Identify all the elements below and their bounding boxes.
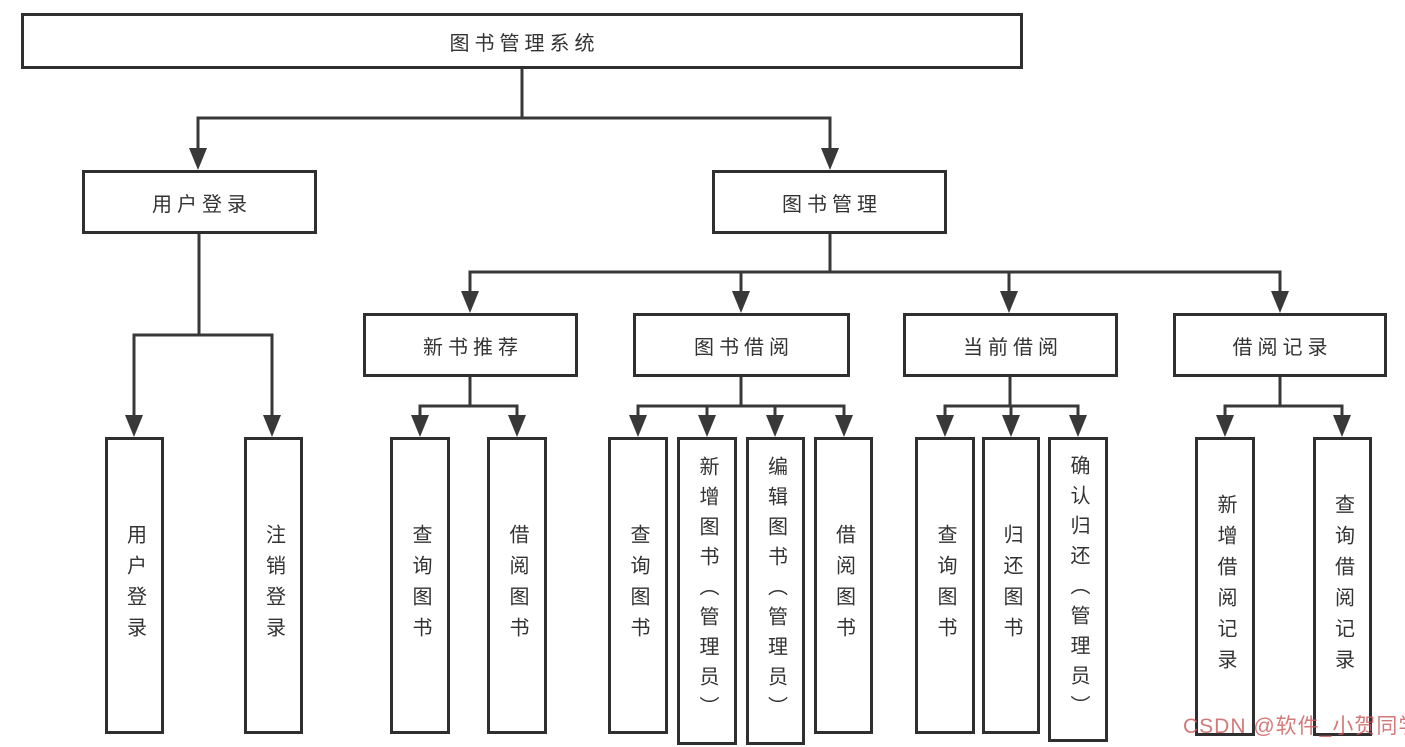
leaf-query-borrow-record: 查询借阅记录 (1313, 437, 1372, 736)
connector-current-borrowing (943, 377, 1080, 419)
leaf-confirm-return-admin-label: 确认归还（管理员） (1067, 454, 1089, 725)
leaf-borrow-books-label: 借阅图书 (832, 523, 855, 648)
node-current-borrowing: 当前借阅 (903, 313, 1118, 377)
leaf-borrow-books-recommend: 借阅图书 (487, 437, 547, 734)
leaf-query-books-recommend-label: 查询图书 (409, 523, 431, 648)
leaf-borrow-books: 借阅图书 (814, 437, 873, 734)
arrowhead-icon (1216, 415, 1234, 437)
connector-root (196, 69, 832, 150)
arrowhead-icon (263, 415, 281, 437)
arrowhead-icon (732, 291, 750, 313)
leaf-logout-label: 注销登录 (262, 523, 285, 648)
node-root: 图书管理系统 (21, 13, 1023, 69)
node-current-borrowing-label: 当前借阅 (963, 336, 1063, 359)
leaf-logout: 注销登录 (244, 437, 303, 734)
arrowhead-icon (508, 415, 526, 437)
arrowhead-icon (698, 415, 716, 437)
csdn-watermark: CSDN @软件_小贺同学 (1183, 715, 1405, 738)
connector-lines (132, 69, 1344, 419)
arrowheads (125, 148, 1351, 437)
leaf-query-books-borrowing-label: 查询图书 (627, 523, 649, 648)
node-new-book-recommend-label: 新书推荐 (423, 336, 523, 359)
leaf-edit-books-admin-label: 编辑图书（管理员） (764, 456, 787, 726)
arrowhead-icon (189, 148, 207, 170)
node-book-management: 图书管理 (712, 170, 947, 234)
leaf-edit-books-admin: 编辑图书（管理员） (746, 437, 805, 745)
connector-book-management (468, 234, 1282, 295)
arrowhead-icon (1069, 415, 1087, 437)
arrowhead-icon (629, 415, 647, 437)
node-borrowing-records-label: 借阅记录 (1232, 336, 1333, 359)
arrowhead-icon (125, 415, 143, 437)
node-user-login-label: 用户登录 (152, 193, 252, 216)
node-book-borrowing: 图书借阅 (633, 313, 850, 377)
leaf-add-borrow-record: 新增借阅记录 (1195, 437, 1255, 736)
leaf-add-books-admin-label: 新增图书（管理员） (696, 456, 718, 726)
leaf-return-books: 归还图书 (982, 437, 1040, 734)
node-root-label: 图书管理系统 (449, 32, 600, 55)
arrowhead-icon (1000, 291, 1018, 313)
leaf-return-books-label: 归还图书 (1000, 523, 1022, 648)
leaf-borrow-books-recommend-label: 借阅图书 (506, 523, 528, 648)
arrowhead-icon (835, 415, 853, 437)
leaf-user-login-label: 用户登录 (123, 523, 146, 648)
leaf-query-books-borrowing: 查询图书 (608, 437, 668, 734)
leaf-query-books-current-label: 查询图书 (934, 523, 956, 648)
arrowhead-icon (766, 415, 784, 437)
leaf-add-borrow-record-label: 新增借阅记录 (1214, 493, 1236, 680)
connector-user-login (132, 234, 274, 419)
arrowhead-icon (936, 415, 954, 437)
arrowhead-icon (1271, 291, 1289, 313)
connector-new-book-recommend (418, 377, 519, 419)
arrowhead-icon (821, 148, 839, 170)
leaf-query-books-current: 查询图书 (915, 437, 975, 734)
connector-book-borrowing (636, 377, 846, 419)
node-user-login: 用户登录 (82, 170, 317, 234)
arrowhead-icon (1333, 415, 1351, 437)
node-book-management-label: 图书管理 (782, 193, 882, 216)
leaf-confirm-return-admin: 确认归还（管理员） (1048, 437, 1108, 742)
leaf-query-borrow-record-label: 查询借阅记录 (1331, 493, 1354, 680)
node-book-borrowing-label: 图书借阅 (694, 336, 794, 359)
node-borrowing-records: 借阅记录 (1173, 313, 1387, 377)
leaf-user-login: 用户登录 (105, 437, 164, 734)
node-new-book-recommend: 新书推荐 (363, 313, 578, 377)
arrowhead-icon (461, 291, 479, 313)
arrowhead-icon (411, 415, 429, 437)
leaf-query-books-recommend: 查询图书 (390, 437, 450, 734)
connector-borrowing-records (1223, 377, 1344, 419)
arrowhead-icon (1002, 415, 1020, 437)
leaf-add-books-admin: 新增图书（管理员） (677, 437, 737, 745)
